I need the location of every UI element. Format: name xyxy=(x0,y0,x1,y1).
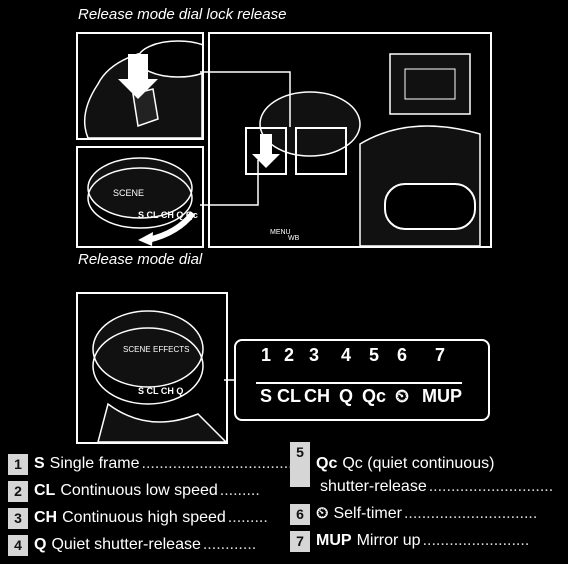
lock-release-illustration xyxy=(83,40,202,138)
list-item-6: 6 ⏲ Self-timer .........................… xyxy=(290,503,537,525)
legend-num-3: 3 xyxy=(308,345,319,365)
list-item-3: 3 CH Continuous high speed ......... xyxy=(8,507,268,529)
item-label: Mirror up xyxy=(356,532,421,549)
legend-sym-cl: CL xyxy=(277,386,301,406)
panel-dial-closeup: SCENE S CL CH Q Qc xyxy=(76,146,204,248)
legend-num-7: 7 xyxy=(434,345,445,365)
panel-lock-release-closeup xyxy=(76,32,204,140)
item-label: Quiet shutter-release xyxy=(51,536,201,553)
item-label: Qc (quiet continuous) xyxy=(342,455,495,472)
camera-top-illustration: MENU WB xyxy=(245,53,481,246)
svg-text:S CL CH Q: S CL CH Q xyxy=(138,386,183,396)
legend-num-6: 6 xyxy=(396,345,407,365)
item-leader: ......... xyxy=(219,482,260,499)
legend-sym-mup: MUP xyxy=(422,386,462,406)
item-label-continued: shutter-release xyxy=(320,478,427,495)
item-leader: ............................ xyxy=(428,478,554,495)
dial-illustration: SCENE S CL CH Q Qc xyxy=(87,157,198,246)
item-leader: ........................ xyxy=(422,532,530,549)
item-symbol: Qc xyxy=(316,455,338,472)
list-item-4: 4 Q Quiet shutter-release ............ xyxy=(8,534,256,556)
item-leader: ................................... xyxy=(141,455,298,472)
panel-dial-legend: SCENE EFFECTS S CL CH Q xyxy=(76,292,228,444)
item-number: 5 xyxy=(290,441,310,487)
svg-text:S CL CH Q Qc: S CL CH Q Qc xyxy=(138,210,198,220)
legend-divider xyxy=(256,382,462,384)
item-label: Continuous low speed xyxy=(60,482,218,499)
legend-num-4: 4 xyxy=(340,345,351,365)
item-number: 7 xyxy=(290,530,310,552)
wb-label: WB xyxy=(288,235,300,242)
list-item-7: 7 MUP Mirror up ........................ xyxy=(290,530,529,552)
item-leader: .............................. xyxy=(403,505,538,522)
item-number: 4 xyxy=(8,534,28,556)
dial-legend-illustration: SCENE EFFECTS S CL CH Q xyxy=(92,310,226,442)
list-item-2: 2 CL Continuous low speed ......... xyxy=(8,480,260,502)
list-item-1: 1 S Single frame .......................… xyxy=(8,453,297,475)
list-item-5-line2: shutter-release ........................… xyxy=(320,476,553,498)
item-symbol: CH xyxy=(34,509,58,526)
item-label: Single frame xyxy=(49,455,140,472)
legend-sym-timer-icon: ⏲ xyxy=(394,386,410,406)
legend-num-5: 5 xyxy=(368,345,379,365)
item-label: Self-timer xyxy=(333,505,402,522)
panel-camera-top: MENU WB xyxy=(208,32,492,248)
item-number: 1 xyxy=(8,453,28,475)
item-symbol: Q xyxy=(34,536,47,553)
item-number: 6 xyxy=(290,503,310,525)
legend-num-1: 1 xyxy=(260,345,271,365)
item-symbol: MUP xyxy=(316,532,352,549)
dial-scene-label: SCENE xyxy=(113,188,144,198)
list-item-5: 5 Qc Qc (quiet continuous) xyxy=(290,441,495,487)
dial2-scene-label: SCENE xyxy=(123,345,151,354)
self-timer-icon: ⏲ xyxy=(316,505,329,522)
legend-sym-q: Q xyxy=(338,386,353,406)
caption-release-mode-dial: Release mode dial xyxy=(78,251,203,268)
release-mode-legend xyxy=(234,339,490,421)
dial2-effects-label: EFFECTS xyxy=(153,345,189,354)
item-leader: ......... xyxy=(227,509,268,526)
legend-sym-qc: Qc xyxy=(362,386,387,406)
item-label: Continuous high speed xyxy=(62,509,226,526)
menu-label: MENU xyxy=(270,229,291,236)
item-number: 2 xyxy=(8,480,28,502)
legend-num-2: 2 xyxy=(283,345,294,365)
item-number: 3 xyxy=(8,507,28,529)
legend-sym-ch: CH xyxy=(304,386,330,406)
item-symbol: CL xyxy=(34,482,56,499)
item-symbol: S xyxy=(34,455,45,472)
legend-sym-s: S xyxy=(259,386,272,406)
caption-lock-release: Release mode dial lock release xyxy=(78,6,287,23)
item-leader: ............ xyxy=(202,536,257,553)
